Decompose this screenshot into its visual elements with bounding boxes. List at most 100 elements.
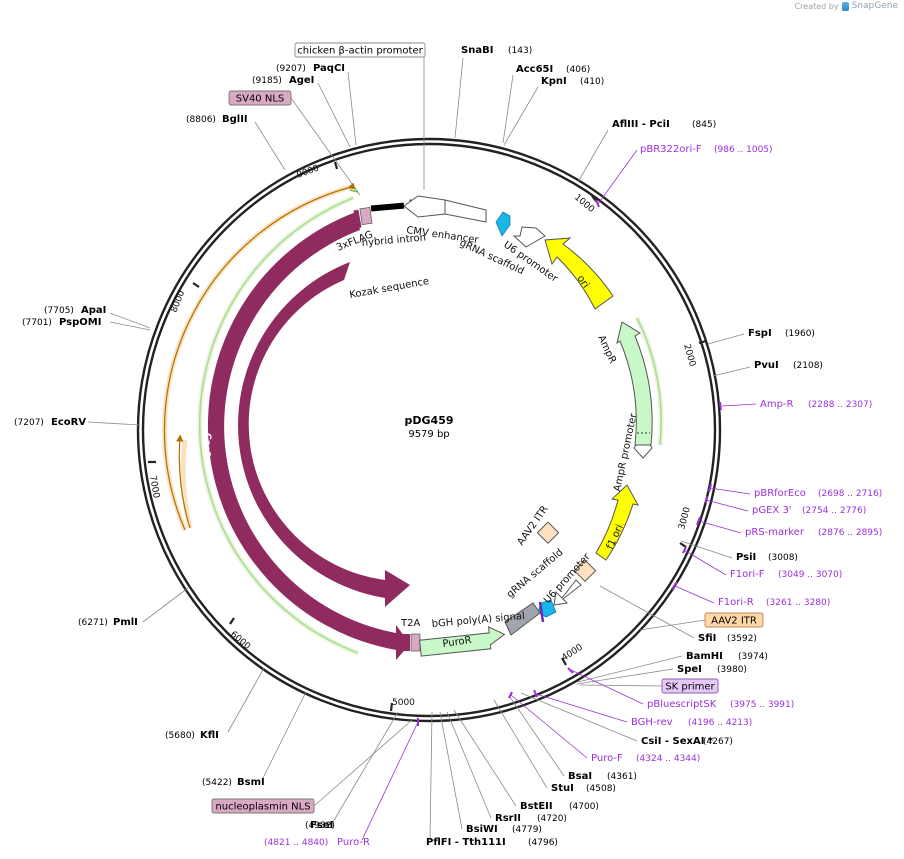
restriction-site-position: (5680) xyxy=(165,731,195,741)
restriction-site-position: (7705) xyxy=(44,306,74,316)
snapgene-logo-icon xyxy=(841,1,849,11)
primer-leader xyxy=(570,669,644,705)
map-labels: SnaBI(143)Acc65I(406)KpnI(410)AflIII - P… xyxy=(14,42,882,848)
primer-leader xyxy=(721,403,757,407)
primer-name: Amp-R xyxy=(760,399,794,410)
restriction-site-position: (143) xyxy=(508,46,532,56)
boxed-label-leader xyxy=(290,97,361,196)
restriction-site-name: PflFI - Tth111I xyxy=(426,837,506,848)
feature-label: AmpR promoter xyxy=(612,412,639,493)
puror-feature xyxy=(419,626,506,657)
primer-range: (3975 .. 3991) xyxy=(730,700,794,710)
primer-range: (2754 .. 2776) xyxy=(802,506,866,516)
plasmid-size: 9579 bp xyxy=(408,429,449,440)
boxed-label-bg xyxy=(211,798,315,814)
boxed-label-bg xyxy=(228,90,292,106)
tick-mark xyxy=(389,702,394,712)
restriction-site-name: PspOMI xyxy=(59,317,101,328)
boxed-label-bg xyxy=(294,42,426,58)
restriction-site-name: BsmI xyxy=(237,777,265,788)
site-leader xyxy=(599,585,695,639)
site-leader xyxy=(712,366,751,377)
restriction-site-name: BsiWI xyxy=(466,824,498,835)
restriction-site-position: (8806) xyxy=(186,115,216,125)
site-leader xyxy=(502,74,514,144)
restriction-site-name: SfiI xyxy=(698,633,716,644)
restriction-site-position: (4779) xyxy=(512,825,542,835)
restriction-site-position: (4700) xyxy=(569,802,599,812)
site-leader xyxy=(454,57,464,139)
restriction-site-position: (3008) xyxy=(768,553,798,563)
tick-label: 4000 xyxy=(560,643,585,664)
restriction-site-position: (4720) xyxy=(537,814,567,824)
boxed-label-bg xyxy=(704,612,764,628)
primer-name: Puro-R xyxy=(337,837,370,848)
restriction-site-name: StuI xyxy=(551,783,574,794)
restriction-site-name: BsaI xyxy=(568,771,592,782)
restriction-site-name: AgeI xyxy=(289,75,314,86)
tick-label: 9000 xyxy=(296,163,321,180)
primer-range: (2698 .. 2716) xyxy=(818,489,882,499)
primer-leader xyxy=(361,721,419,841)
restriction-site-position: (4508) xyxy=(586,784,616,794)
restriction-site-position: (4361) xyxy=(607,772,637,782)
restriction-site-name: FseI xyxy=(310,820,333,831)
boxed-label-leader xyxy=(579,684,663,687)
primer-range: (2876 .. 2895) xyxy=(818,528,882,538)
site-leader xyxy=(227,667,265,733)
site-leader xyxy=(509,696,565,777)
primer-range: (3261 .. 3280) xyxy=(766,598,830,608)
restriction-site-name: KflI xyxy=(200,730,219,741)
boxed-label-text: chicken β-actin promoter xyxy=(297,46,423,57)
primer-range: (4324 .. 4344) xyxy=(636,754,700,764)
site-leader xyxy=(680,540,733,559)
restriction-site-name: AflIII - PciI xyxy=(612,119,670,130)
site-leader xyxy=(254,121,286,171)
u6-top-feature xyxy=(495,211,546,248)
primer-range: (986 .. 1005) xyxy=(714,145,773,155)
primer-leader xyxy=(709,487,751,495)
site-leader xyxy=(577,129,609,183)
restriction-site-name: BamHI xyxy=(686,651,723,662)
restriction-site-position: (4267) xyxy=(703,737,733,747)
primer-leader xyxy=(510,694,588,759)
tick-label: 5000 xyxy=(392,698,415,708)
tick-label: 7000 xyxy=(147,475,161,500)
primer-leader xyxy=(597,149,638,205)
feature-label: Cas9 xyxy=(255,428,266,453)
primer-marks xyxy=(417,199,722,726)
plasmid-name: pDG459 xyxy=(405,414,454,427)
primer-name: F1ori-F xyxy=(730,569,765,580)
boxed-label-bg xyxy=(661,678,719,694)
primer-name: pGEX 3' xyxy=(752,505,792,516)
restriction-site-position: (2108) xyxy=(793,361,823,371)
feature-label: T2A xyxy=(400,618,420,629)
outer-accent-arcs xyxy=(161,182,664,656)
tick-label: 6000 xyxy=(228,630,252,653)
ampr-feature xyxy=(616,321,653,459)
boxed-label-text: nucleoplasmin NLS xyxy=(215,802,310,813)
restriction-site-position: (3980) xyxy=(717,665,747,675)
boxed-label-text: SK primer xyxy=(665,682,715,693)
boxed-label-text: SV40 NLS xyxy=(236,94,285,105)
primer-range: (3049 .. 3070) xyxy=(778,570,842,580)
primer-leader xyxy=(535,693,628,723)
site-leader xyxy=(109,312,151,329)
feature-label: Cas9 xyxy=(201,433,212,458)
site-leader xyxy=(576,668,674,685)
credit-brand: SnapGene xyxy=(851,1,898,11)
tick-label: 3000 xyxy=(677,506,693,531)
primer-name: pRS-marker xyxy=(745,527,805,538)
boxed-label-leader xyxy=(639,619,706,631)
site-leader xyxy=(332,711,399,823)
site-leader xyxy=(109,321,151,331)
boxed-label-text: AAV2 ITR xyxy=(711,616,757,627)
restriction-site-position: (4796) xyxy=(528,838,558,848)
feature-label: Kozak sequence xyxy=(349,276,430,301)
boxed-label-leader xyxy=(313,719,413,807)
tick-mark xyxy=(192,282,200,288)
restriction-site-position: (6271) xyxy=(78,618,108,628)
restriction-site-position: (3592) xyxy=(727,634,757,644)
t2a-block xyxy=(400,634,410,651)
